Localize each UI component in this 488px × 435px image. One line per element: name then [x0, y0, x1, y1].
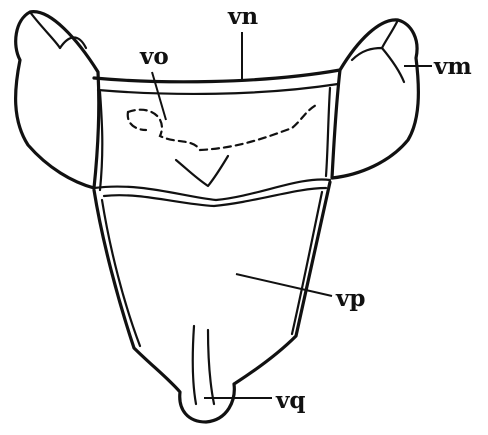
svg-text:vp: vp: [335, 285, 365, 312]
svg-text:vq: vq: [275, 387, 305, 414]
svg-text:vo: vo: [139, 43, 169, 70]
svg-text:vm: vm: [433, 53, 472, 80]
label-vn: vn: [227, 3, 258, 80]
label-vm: vm: [404, 53, 472, 80]
left-lateral-process: [16, 12, 99, 188]
dorsal-rim: [94, 70, 340, 94]
svg-text:vn: vn: [227, 3, 258, 30]
ventral-body: [94, 182, 330, 422]
upper-plate: [94, 88, 330, 206]
label-vq: vq: [204, 387, 305, 414]
right-lateral-process: [332, 20, 418, 178]
